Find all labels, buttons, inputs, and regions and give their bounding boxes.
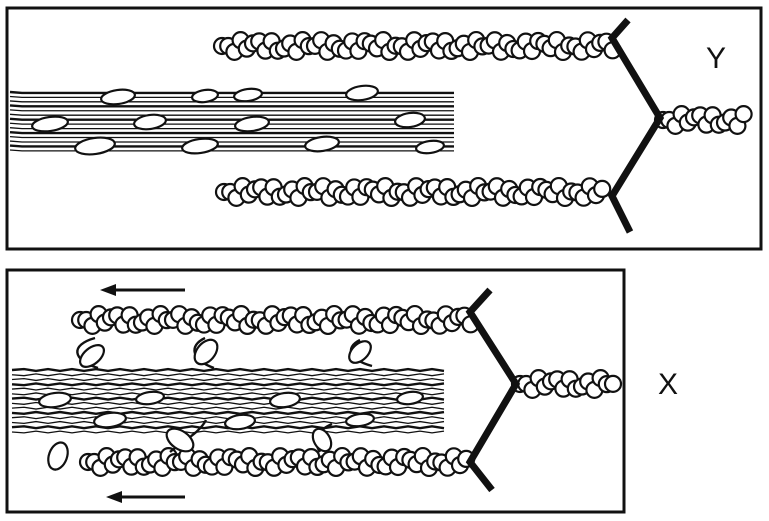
myosin-strand (10, 114, 454, 115)
myosin-filament-x (12, 369, 444, 433)
actin-filament-x-right (512, 370, 621, 398)
myosin-strand (12, 374, 444, 376)
myosin-head (181, 137, 219, 156)
panel-label-y: Y (706, 44, 726, 74)
myosin-strand (10, 119, 454, 120)
myosin-filament-y (10, 84, 454, 157)
myosin-head (100, 88, 136, 107)
arrow-left-top (100, 284, 185, 296)
myosin-strand (12, 388, 444, 390)
actin-filament-x-top (72, 306, 479, 334)
myosin-strand (12, 407, 444, 409)
panel-y (7, 8, 761, 249)
actin-filament-y-top (214, 32, 621, 60)
arrow-left-bottom (106, 491, 185, 503)
actin-bead (594, 181, 610, 197)
myosin-strand (10, 110, 454, 111)
myosin-strand (12, 431, 444, 433)
myosin-strand (10, 128, 454, 129)
myosin-strand (12, 393, 444, 395)
z-line-x (470, 290, 516, 490)
actin-filament-y-bottom (216, 178, 610, 206)
myosin-strand (12, 379, 444, 381)
myosin-head (234, 115, 270, 134)
myosin-strand (12, 369, 444, 371)
panel-x (7, 270, 624, 512)
z-line-y (612, 20, 660, 232)
actin-filament-x-bottom (80, 448, 474, 476)
myosin-head (396, 390, 423, 406)
myosin-strand (12, 402, 444, 404)
myosin-strand (10, 132, 454, 133)
cross-bridge-head (190, 335, 222, 368)
myosin-head (345, 412, 374, 428)
myosin-head (394, 111, 426, 129)
myosin-head (74, 135, 116, 156)
myosin-strand (12, 383, 444, 385)
cross-bridge-head (345, 337, 375, 367)
actin-filament-y-right (655, 106, 752, 134)
myosin-strand (12, 398, 444, 400)
myosin-strand (10, 101, 454, 102)
myosin-head (31, 115, 69, 134)
myosin-head (233, 87, 262, 103)
myosin-strand (10, 123, 454, 124)
myosin-strand (10, 105, 454, 106)
actin-bead (605, 376, 621, 392)
myosin-head (345, 84, 379, 102)
myosin-strand (10, 96, 454, 97)
myosin-strand (12, 412, 444, 414)
myosin-strand (10, 92, 454, 93)
actin-bead (736, 106, 752, 122)
panel-label-x: X (658, 370, 678, 400)
myosin-strand (10, 141, 454, 142)
cross-bridge-head (45, 440, 71, 472)
myosin-strand (10, 137, 454, 138)
